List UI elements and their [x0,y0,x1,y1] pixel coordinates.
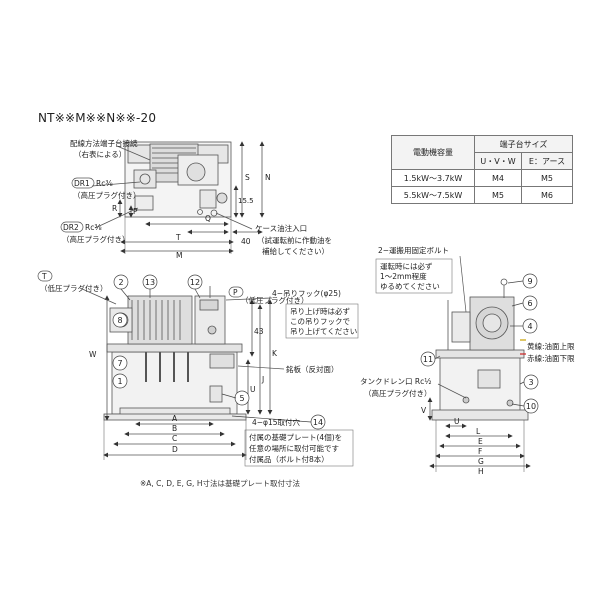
bolt-note-2: 1〜2mm程度 [380,271,427,281]
dim-J: J [261,375,264,384]
balloon-10: 10 [526,402,536,411]
balloon-14: 14 [313,418,323,427]
top-view-labels: 配線方法端子台接続 （右表による） DR1 Rc⅜ （高圧プラグ付き） DR2 … [60,138,332,260]
hook-note-2: この吊りフックで [290,317,350,326]
dr1-note: （高圧プラグ付き） [73,190,141,200]
dim-15-5: 15.5 [238,197,254,205]
side-view-balloons [420,273,539,414]
hook-note-1: 吊り上げ時は必ず [290,306,350,316]
front-view-balloons [112,274,326,430]
balloon-13: 13 [145,278,155,287]
p-port-label: P [233,288,238,297]
plate-note-2: 任意の場所に取付可能です [249,443,339,453]
plate-note-1: 付属の基礎プレート(4個)を [249,432,342,442]
hook-note-3: 吊り上げてください [290,327,357,336]
balloon-7: 7 [117,359,122,368]
dim-R: R [112,204,117,213]
bolt-note-3: ゆるめてください [380,282,440,291]
dim-T: T [175,233,181,242]
bolt-note-1: 運転時には必ず [380,261,433,271]
dim-V: V [421,406,427,415]
mount-holes-label: 4−φ15取付穴 [252,417,301,427]
dim-G: G [478,457,484,466]
front-view-labels: T （低圧プラグ付き） P （低圧プラグ付き） 4−吊りフック(φ25) 吊り上… [37,270,359,467]
side-view-balloon-text: 9 6 4 11 3 10 [423,277,536,411]
dim-E: E [478,437,483,446]
dim-H: H [478,467,484,476]
wiring-note-sub: （右表による） [74,149,126,159]
dim-B: B [172,424,177,433]
dim-U-side: U [454,417,460,426]
balloon-4: 4 [527,322,532,331]
dim-Q: Q [205,214,211,223]
dim-43: 43 [254,327,264,336]
dim-U: U [250,385,256,394]
dr2-label: DR2 [63,223,79,232]
t-port-label: T [41,272,47,281]
dim-F: F [478,447,482,456]
balloon-2: 2 [118,278,123,287]
balloon-11: 11 [423,355,433,364]
tank-drain-note: （高圧プラグ付き） [364,388,432,398]
table-cell-uvw: M5 [474,186,522,204]
table-cell-earth: M6 [521,186,573,204]
wiring-note: 配線方法端子台接続 [70,138,138,148]
dim-S: S [245,173,250,182]
plate-note-3: 付属品（ボルト付8本） [249,454,329,464]
balloon-1: 1 [117,377,122,386]
side-view-labels: 2−運搬用固定ボルト 運転時には必ず 1〜2mm程度 ゆるめてください 黄線:油… [360,245,575,476]
balloon-9: 9 [527,277,532,286]
dr1-size: Rc⅜ [96,179,113,188]
model-title: NT※※M※※N※※-20 [38,111,157,125]
dim-40: 40 [241,237,251,246]
trial-note-2: 補給してください） [262,246,329,256]
tank-drain-label: タンクドレン口 Rc½ [360,377,432,386]
front-view [103,286,273,460]
dim-K: K [272,349,278,358]
dim-L: L [476,427,481,436]
dim-D: D [172,445,178,454]
oil-upper-label: 黄線:油面上限 [527,341,575,351]
terminal-spec-table: 電動機容量 端子台サイズ U・V・W E：アース 1.5kW〜3.7kW M4 … [391,135,573,204]
balloon-5: 5 [239,394,244,403]
trial-note-1: （試運転前に作動油を [257,235,332,245]
case-oil-inlet: ケース油注入口 [255,223,307,233]
dim-N: N [265,173,271,182]
dim-W: W [89,350,97,359]
table-cell-earth: M5 [521,169,573,187]
side-view [427,278,531,472]
balloon-3: 3 [528,378,533,387]
table-row: 5.5kW〜7.5kW M5 M6 [391,186,573,204]
balloon-8: 8 [117,316,122,325]
top-view [91,141,265,254]
transport-bolt-label: 2−運搬用固定ボルト [378,245,449,255]
oil-lower-label: 赤線:油面下限 [527,353,575,363]
footnote: ※A, C, D, E, G, H寸法は基礎プレート取付寸法 [140,479,300,488]
dim-A: A [172,414,178,423]
balloon-12: 12 [190,278,200,287]
dr2-note: （高圧プラグ付き） [62,234,130,244]
balloon-6: 6 [527,299,532,308]
table-header-terminal: 端子台サイズ [474,135,573,153]
dim-M: M [176,251,182,260]
lift-hook-label: 4−吊りフック(φ25) [272,289,341,298]
front-view-balloon-text: 2 13 12 8 7 1 5 14 [117,278,323,427]
table-row: 1.5kW〜3.7kW M4 M5 [391,169,573,187]
dim-P: P [133,207,138,216]
dim-C: C [172,434,177,443]
p-port-note: （低圧プラグ付き） [241,295,309,305]
dr1-label: DR1 [74,179,90,188]
nameplate-label: 銘板（反対面） [286,364,339,374]
t-port-note: （低圧プラグ付き） [40,283,108,293]
dr2-size: Rc⅜ [85,223,102,232]
